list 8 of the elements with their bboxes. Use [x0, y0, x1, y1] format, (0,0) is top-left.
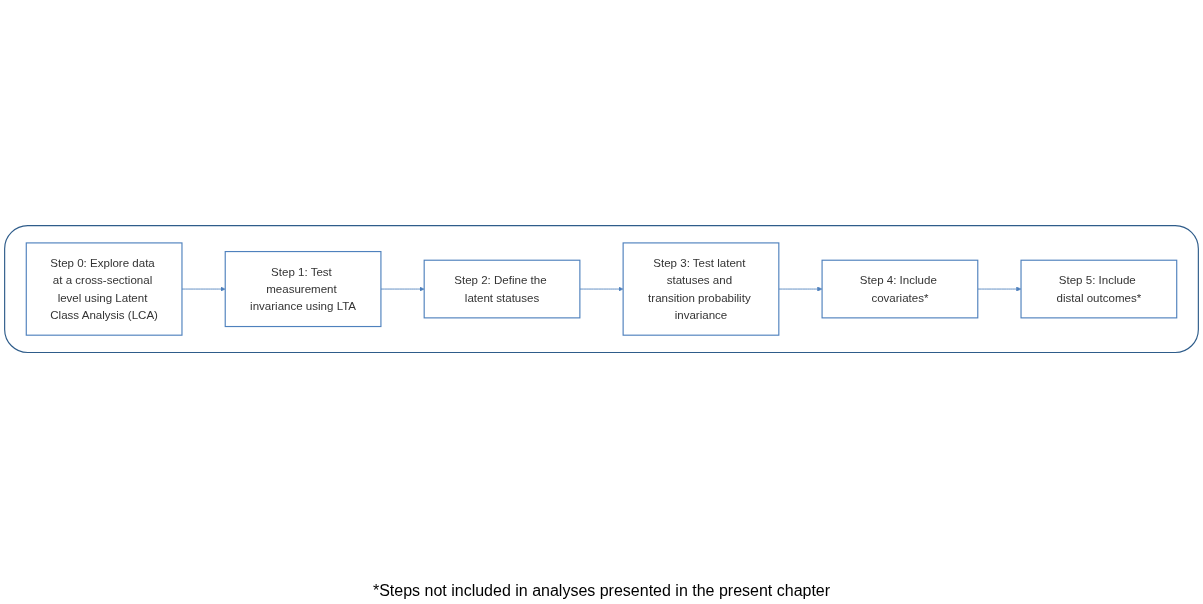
node-box: Step 0: Explore data at a cross-sectional level using Latent Class Analysis (LCA) [25, 242, 183, 336]
node-box: Step 3: Test latent statuses and transition probability invariance [622, 242, 780, 336]
node-box: Step 5: Include distal outcomes* [1020, 259, 1178, 319]
node-box: Step 4: Include covariates* [821, 259, 979, 319]
node-box: Step 2: Define the latent statuses [423, 259, 581, 319]
cluster [4, 225, 1199, 353]
node-box: Step 1: Test measurement invariance using LTA [224, 250, 382, 328]
note-text: *Steps not included in analyses presented in the present chapter [372, 582, 831, 600]
